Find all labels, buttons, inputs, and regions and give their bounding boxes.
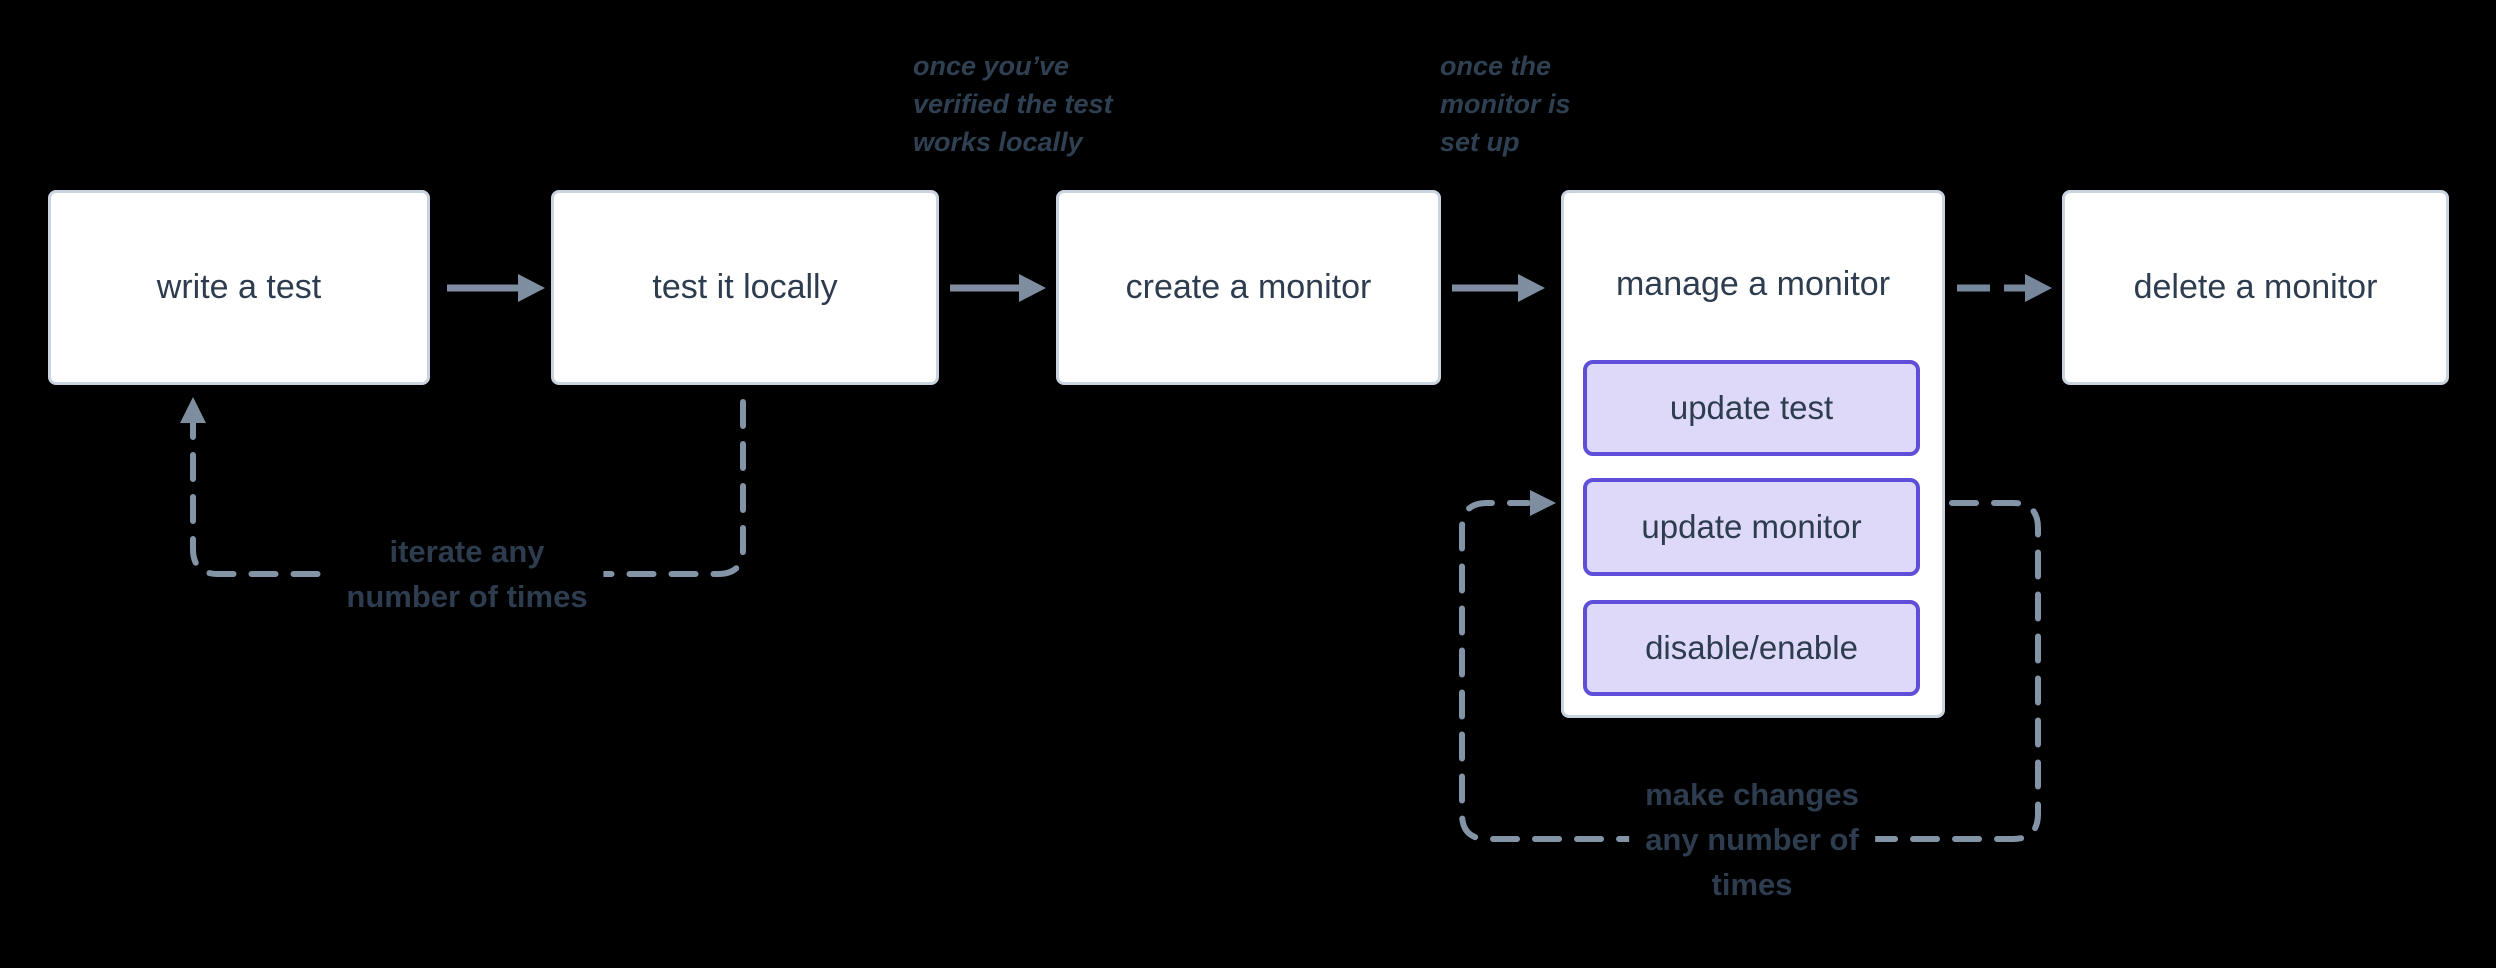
loop-label-line: number of times xyxy=(346,579,588,614)
annotation-verified-locally: once you’ve verified the test works loca… xyxy=(913,47,1113,161)
node-label: create a monitor xyxy=(1125,268,1372,306)
node-create-a-monitor: create a monitor xyxy=(1056,190,1441,385)
arrowhead-right-icon xyxy=(1019,274,1046,302)
loop-label-make-changes: make changes any number of times xyxy=(1629,770,1875,909)
loop-label-line: make changes xyxy=(1645,777,1859,812)
loop-label-line: iterate any xyxy=(389,534,545,569)
arrowhead-right-icon xyxy=(1518,274,1545,302)
node-delete-a-monitor: delete a monitor xyxy=(2062,190,2449,385)
annotation-line: set up xyxy=(1440,127,1520,157)
node-write-a-test: write a test xyxy=(48,190,430,385)
subnode-update-test: update test xyxy=(1583,360,1920,456)
arrow-create-to-manage xyxy=(1452,274,1545,302)
loop-label-line: times xyxy=(1711,867,1793,902)
arrow-write-to-test xyxy=(447,274,545,302)
annotation-line: once the xyxy=(1440,51,1552,81)
annotation-line: works locally xyxy=(913,127,1083,157)
node-label: delete a monitor xyxy=(2133,268,2378,306)
subnode-update-monitor: update monitor xyxy=(1583,478,1920,576)
subnode-label: update monitor xyxy=(1641,508,1862,545)
node-label: write a test xyxy=(156,268,322,306)
annotation-monitor-set-up: once the monitor is set up xyxy=(1440,47,1571,161)
annotation-line: once you’ve xyxy=(913,51,1070,81)
annotation-line: monitor is xyxy=(1440,89,1571,119)
subnode-label: update test xyxy=(1669,389,1834,426)
loop-label-iterate: iterate any number of times xyxy=(330,527,604,621)
arrow-test-to-create xyxy=(950,274,1046,302)
arrowhead-right-icon xyxy=(2025,274,2052,302)
node-label: manage a monitor xyxy=(1615,265,1891,303)
arrowhead-up-icon xyxy=(180,397,206,423)
arrowhead-right-icon xyxy=(1530,490,1556,516)
arrow-manage-to-delete xyxy=(1957,274,2052,302)
subnode-label: disable/enable xyxy=(1645,629,1858,666)
node-manage-a-monitor: manage a monitor update test update moni… xyxy=(1561,190,1945,718)
node-test-it-locally: test it locally xyxy=(551,190,939,385)
loop-label-line: any number of xyxy=(1645,822,1859,857)
subnode-disable-enable: disable/enable xyxy=(1583,600,1920,696)
annotation-line: verified the test xyxy=(913,89,1113,119)
node-label: test it locally xyxy=(652,268,838,306)
arrowhead-right-icon xyxy=(518,274,545,302)
